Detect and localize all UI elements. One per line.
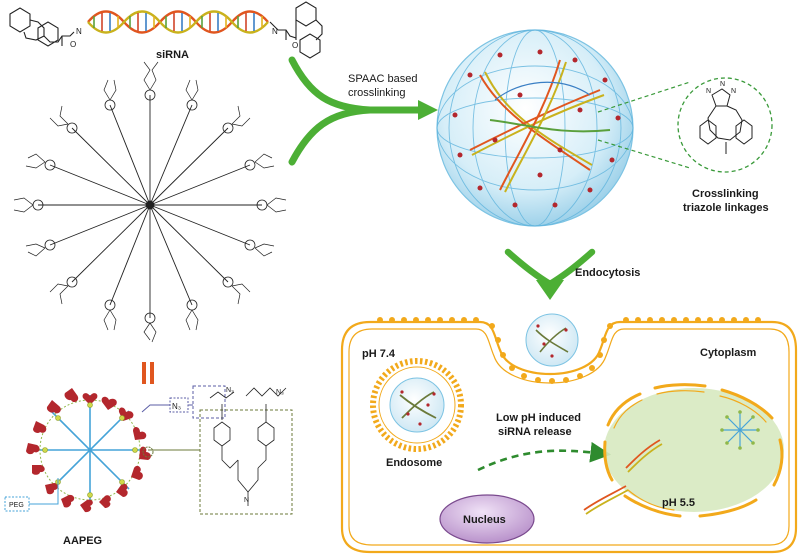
endocytosis-arrow-head <box>536 280 564 300</box>
release-arrow <box>477 441 612 472</box>
aapeg-heart-monomers <box>26 388 151 513</box>
sphere-meridians <box>436 29 634 227</box>
released-sirna-2 <box>583 485 629 515</box>
triazole-structure <box>699 88 753 154</box>
spaac-arrow <box>288 56 422 166</box>
nanogel-sphere <box>436 29 634 227</box>
sirna-double-helix <box>87 10 269 34</box>
oxygen-atom-label-right: O <box>292 41 298 50</box>
monomer-zoom-structure: N₃ N₃ N <box>142 387 293 515</box>
triazole-n-label-1: N <box>706 88 711 95</box>
dendrimer-azide-chains <box>13 61 287 343</box>
lowph-label-line1: Low pH induced <box>496 412 581 424</box>
n3-struct-label-b: N₃ <box>276 389 284 396</box>
equivalence-bars <box>142 362 154 384</box>
aapeg-dendrimer-structure <box>13 61 287 343</box>
aapeg-label: AAPEG <box>63 535 102 547</box>
crosslinking-label-line1: Crosslinking <box>692 188 759 200</box>
triazole-n-label-2: N <box>720 81 725 88</box>
cell-membrane-outer <box>340 320 798 554</box>
dbco-right-structure <box>269 1 323 59</box>
sphere-surface-monomers <box>452 49 621 208</box>
dbco-left-structure <box>9 7 75 47</box>
nucleus: Nucleus <box>439 494 535 544</box>
nucleus-label: Nucleus <box>463 514 506 526</box>
peg-callout: PEG <box>4 478 59 512</box>
spaac-arrow-head <box>418 100 438 120</box>
cell <box>340 320 798 554</box>
endocytosis-label: Endocytosis <box>575 267 640 279</box>
nh-atom-label-right: N <box>272 27 278 36</box>
ph55-zone <box>583 383 784 518</box>
crosslinking-label-line2: triazole linkages <box>683 202 769 214</box>
cytoplasm-label: Cytoplasm <box>700 347 756 359</box>
spaac-label-line1: SPAAC based <box>348 73 418 85</box>
aapeg-cartoon-star <box>26 388 151 513</box>
released-sirna-1 <box>625 439 663 473</box>
endosome-label: Endosome <box>386 457 442 469</box>
peg-label: PEG <box>9 502 24 509</box>
ph74-label: pH 7.4 <box>362 348 396 360</box>
entering-nanogel <box>525 313 579 367</box>
membrane-lipid-heads <box>377 317 761 384</box>
azide-callout: N₃ <box>141 385 226 419</box>
ruptured-membrane-fragments <box>603 383 784 518</box>
oxygen-atom-label: O <box>70 40 76 49</box>
spaac-label-line2: crosslinking <box>348 87 405 99</box>
released-polymer-star <box>722 412 758 448</box>
n3-struct-label-a: N₃ <box>226 387 234 394</box>
sirna-label: siRNA <box>156 49 189 61</box>
endosome <box>370 358 464 452</box>
triazole-zoom: N N N <box>597 77 773 173</box>
aapeg-star-arms <box>35 395 145 505</box>
triazole-n-label-3: N <box>731 88 736 95</box>
n3-callout-label: N₃ <box>172 402 181 411</box>
nh-atom-label: N <box>76 27 82 36</box>
cell-membrane-inner <box>348 328 790 546</box>
amine-n-label: N <box>244 497 249 504</box>
dendrimer-arms <box>38 95 262 318</box>
sirna-conjugate: O N <box>9 1 323 61</box>
lowph-label-line2: siRNA release <box>498 426 572 438</box>
ph55-label: pH 5.5 <box>662 497 695 509</box>
crosslinked-sirna-network <box>469 59 611 193</box>
